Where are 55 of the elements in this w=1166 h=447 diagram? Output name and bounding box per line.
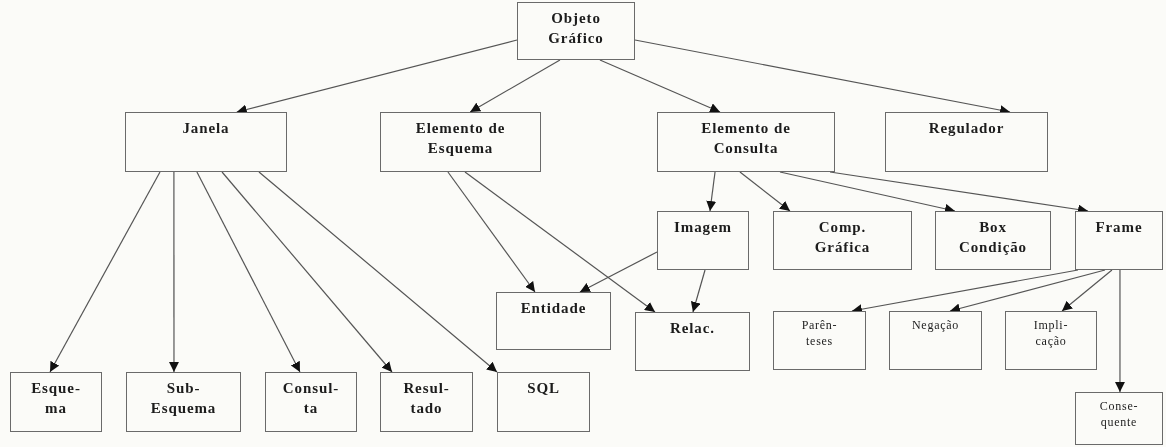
class-name: Elemento de Consulta [700, 119, 792, 158]
class-name: Impli- cação [1032, 318, 1070, 350]
arrow [599, 59, 721, 113]
arrow [447, 171, 536, 293]
class-name: Frame [1094, 218, 1144, 237]
class-name: Consul- ta [281, 379, 341, 418]
arrow [579, 251, 658, 293]
class-name: SQL [526, 379, 561, 398]
class-name: Objeto Gráfico [547, 9, 605, 48]
class-name: Sub- Esquema [149, 379, 218, 418]
class-name: Janela [181, 119, 231, 138]
arrow [168, 171, 179, 373]
arrow [464, 171, 656, 313]
arrow [196, 171, 301, 373]
arrow [258, 171, 498, 373]
class-box [380, 372, 473, 432]
class-name: Conse- quente [1098, 399, 1140, 431]
arrow [221, 171, 393, 373]
class-box [773, 311, 866, 370]
class-box [889, 311, 982, 370]
class-name: Parên- teses [800, 318, 839, 350]
class-name: Comp. Gráfica [813, 218, 872, 257]
arrow [469, 59, 561, 113]
class-name: Box Condição [957, 218, 1028, 257]
class-box [1075, 392, 1163, 445]
class-name: Relac. [669, 319, 716, 338]
class-box [635, 312, 750, 371]
class-box [773, 211, 912, 270]
arrow [739, 171, 791, 212]
class-box [497, 372, 590, 432]
class-name: Entidade [519, 299, 588, 318]
class-box [1075, 211, 1163, 270]
class-box [657, 211, 749, 270]
class-name: Elemento de Esquema [414, 119, 507, 158]
class-name: Imagem [673, 218, 733, 237]
class-box [126, 372, 241, 432]
class-box [1005, 311, 1097, 370]
class-name: Resul- tado [402, 379, 451, 418]
class-box [496, 292, 611, 350]
class-box [125, 112, 287, 172]
class-box [657, 112, 835, 172]
class-box [10, 372, 102, 432]
class-box [517, 2, 635, 60]
arrow [706, 171, 717, 212]
class-box [265, 372, 357, 432]
arrow [690, 269, 706, 313]
class-name: Regulador [927, 119, 1006, 138]
arrow [49, 171, 161, 373]
arrow [1061, 269, 1113, 312]
arrow [1114, 269, 1125, 393]
class-name: Esque- ma [30, 379, 82, 418]
class-box [380, 112, 541, 172]
class-box [885, 112, 1048, 172]
class-box [935, 211, 1051, 270]
class-name: Negação [911, 318, 960, 334]
